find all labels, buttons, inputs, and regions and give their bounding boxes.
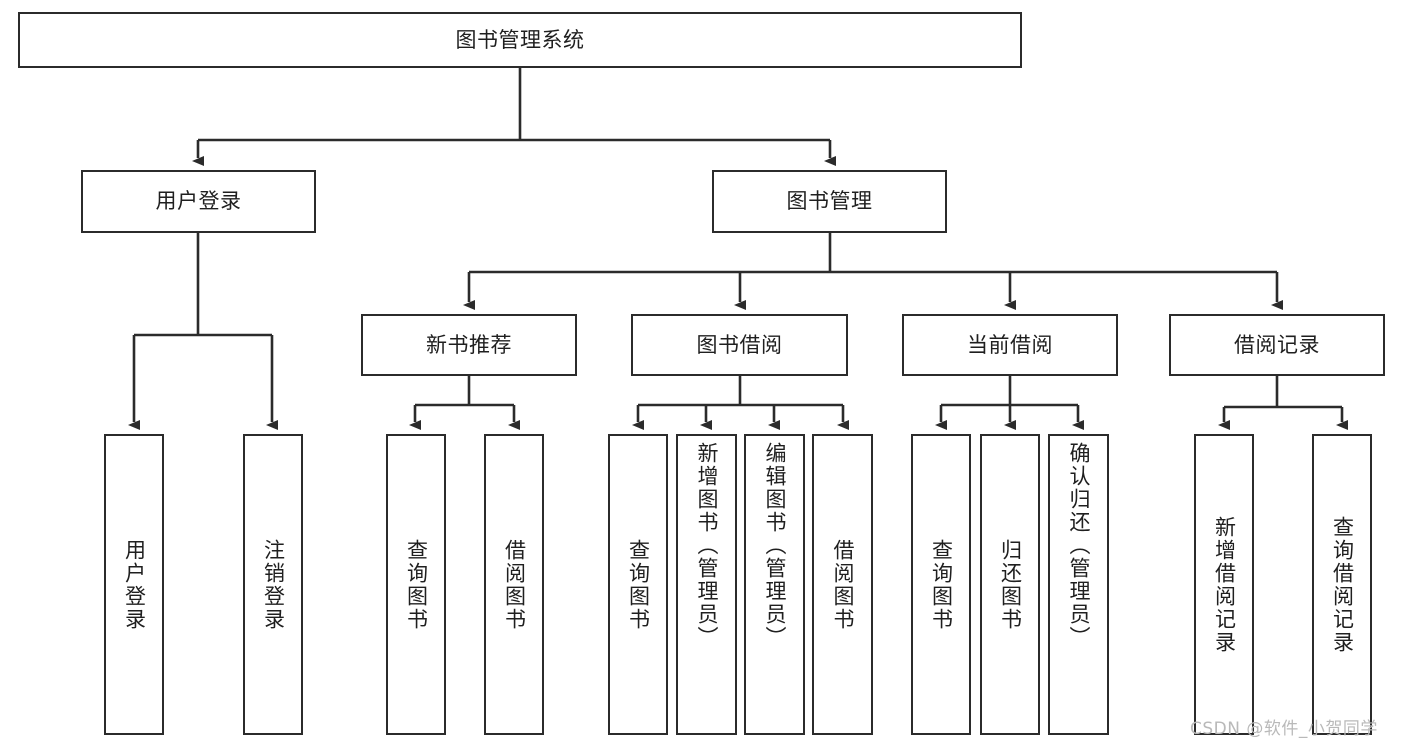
watermark-text: CSDN @软件_小贺同学 xyxy=(1190,719,1378,739)
node-label: 当前借阅 xyxy=(967,332,1053,357)
node-label: 查询图书 xyxy=(404,538,429,631)
node-label: 用户登录 xyxy=(122,538,147,631)
leaf-current-borrow-confirm-return-admin[interactable]: 确认归还（管理员） xyxy=(1048,434,1109,735)
leaf-new-book-borrow-book[interactable]: 借阅图书 xyxy=(484,434,544,735)
node-borrow-record[interactable]: 借阅记录 xyxy=(1169,314,1385,376)
node-label: 归还图书 xyxy=(998,538,1023,631)
node-label: 新增借阅记录 xyxy=(1212,515,1237,654)
leaf-new-book-query-book[interactable]: 查询图书 xyxy=(386,434,446,735)
leaf-borrow-record-query-record[interactable]: 查询借阅记录 xyxy=(1312,434,1372,735)
leaf-book-borrow-add-book-admin[interactable]: 新增图书（管理员） xyxy=(676,434,737,735)
node-label: 确认归还（管理员） xyxy=(1067,442,1091,649)
node-new-book-recommend[interactable]: 新书推荐 xyxy=(361,314,577,376)
leaf-book-borrow-query-book[interactable]: 查询图书 xyxy=(608,434,668,735)
leaf-book-borrow-edit-book-admin[interactable]: 编辑图书（管理员） xyxy=(744,434,805,735)
node-label: 用户登录 xyxy=(155,189,242,214)
node-label: 图书管理系统 xyxy=(455,27,585,52)
leaf-user-login-logout[interactable]: 注销登录 xyxy=(243,434,303,735)
node-user-login[interactable]: 用户登录 xyxy=(81,170,316,233)
node-label: 查询图书 xyxy=(929,538,954,631)
node-current-borrow[interactable]: 当前借阅 xyxy=(902,314,1118,376)
node-label: 查询借阅记录 xyxy=(1330,515,1355,654)
node-label: 图书管理 xyxy=(786,189,873,214)
node-root-book-management-system[interactable]: 图书管理系统 xyxy=(18,12,1022,68)
node-label: 新书推荐 xyxy=(426,332,512,357)
node-label: 借阅图书 xyxy=(502,538,527,631)
node-label: 注销登录 xyxy=(261,538,286,631)
node-book-borrow[interactable]: 图书借阅 xyxy=(631,314,848,376)
leaf-book-borrow-borrow-book[interactable]: 借阅图书 xyxy=(812,434,873,735)
node-label: 查询图书 xyxy=(626,538,651,631)
leaf-current-borrow-query-book[interactable]: 查询图书 xyxy=(911,434,971,735)
node-label: 编辑图书（管理员） xyxy=(763,442,787,649)
node-label: 图书借阅 xyxy=(696,332,783,357)
leaf-current-borrow-return-book[interactable]: 归还图书 xyxy=(980,434,1040,735)
leaf-user-login-login[interactable]: 用户登录 xyxy=(104,434,164,735)
node-label: 新增图书（管理员） xyxy=(695,442,719,649)
leaf-borrow-record-add-record[interactable]: 新增借阅记录 xyxy=(1194,434,1254,735)
node-label: 借阅记录 xyxy=(1234,332,1320,357)
node-label: 借阅图书 xyxy=(831,538,855,631)
node-book-management[interactable]: 图书管理 xyxy=(712,170,947,233)
